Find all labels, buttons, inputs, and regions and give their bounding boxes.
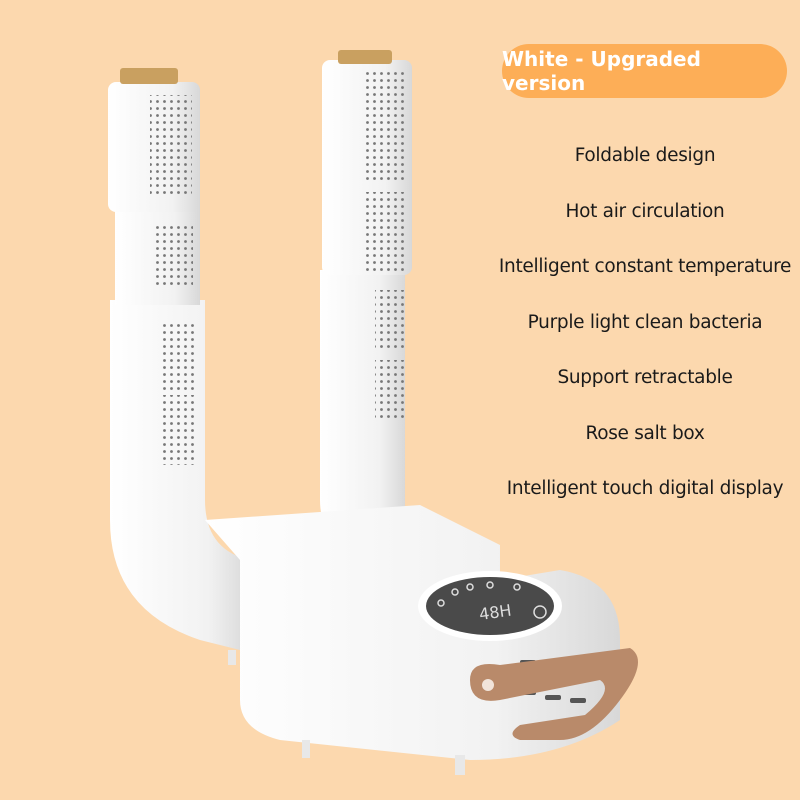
feature-item: Foldable design bbox=[574, 145, 716, 167]
feature-list: Foldable design Hot air circulation Inte… bbox=[490, 128, 800, 517]
feature-item: Intelligent constant temperature bbox=[498, 256, 792, 278]
feature-item: Support retractable bbox=[557, 367, 733, 389]
version-badge: White - Upgraded version bbox=[502, 44, 787, 98]
svg-text:48H: 48H bbox=[478, 601, 513, 624]
feature-item: Purple light clean bacteria bbox=[527, 311, 763, 333]
feature-item: Intelligent touch digital display bbox=[506, 478, 784, 500]
feature-item: Hot air circulation bbox=[565, 200, 725, 222]
feature-item: Rose salt box bbox=[585, 422, 705, 444]
